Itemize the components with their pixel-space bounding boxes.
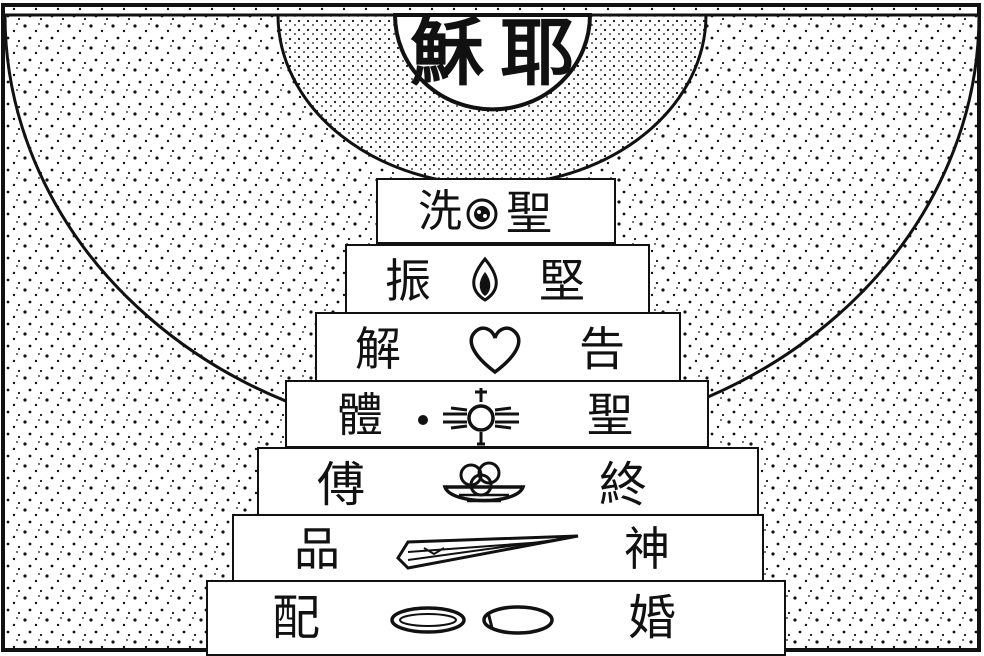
step-7-right-char: 婚 bbox=[628, 590, 677, 646]
step-2: 振 堅 bbox=[345, 244, 650, 314]
step-4-left-char: 體 bbox=[337, 388, 383, 442]
radiant-host-icon bbox=[418, 388, 519, 446]
step-3-left-char: 解 bbox=[355, 322, 401, 376]
step-3-right-char: 告 bbox=[579, 322, 625, 376]
round-medallion-icon bbox=[466, 198, 498, 230]
step-4: 體 聖 bbox=[285, 380, 709, 448]
step-1-right-char: 聖 bbox=[506, 186, 552, 240]
flame-drop-icon bbox=[472, 256, 498, 302]
step-2-left-char: 振 bbox=[385, 254, 431, 308]
step-7: 配 婚 bbox=[206, 580, 786, 656]
step-5-left-char: 傅 bbox=[317, 457, 366, 513]
oil-bowl-icon bbox=[442, 461, 526, 503]
stole-icon bbox=[396, 534, 579, 570]
step-2-right-char: 堅 bbox=[539, 254, 585, 308]
title-char-right: 耶 bbox=[500, 10, 574, 96]
step-4-right-char: 聖 bbox=[587, 388, 633, 442]
step-3: 解 告 bbox=[315, 312, 681, 382]
step-7-left-char: 配 bbox=[272, 590, 321, 646]
step-5-right-char: 終 bbox=[599, 457, 648, 513]
title-char-left: 穌 bbox=[410, 10, 484, 96]
step-6-right-char: 神 bbox=[624, 522, 670, 576]
step-1: 洗 聖 bbox=[376, 178, 616, 244]
title-medallion bbox=[392, 13, 593, 112]
step-1-left-char: 洗 bbox=[418, 186, 462, 237]
heart-icon bbox=[469, 326, 521, 375]
step-6-left-char: 品 bbox=[294, 522, 340, 576]
step-5: 傅 終 bbox=[257, 447, 759, 517]
step-6: 品 神 bbox=[232, 514, 764, 582]
two-rings-icon bbox=[390, 605, 554, 635]
